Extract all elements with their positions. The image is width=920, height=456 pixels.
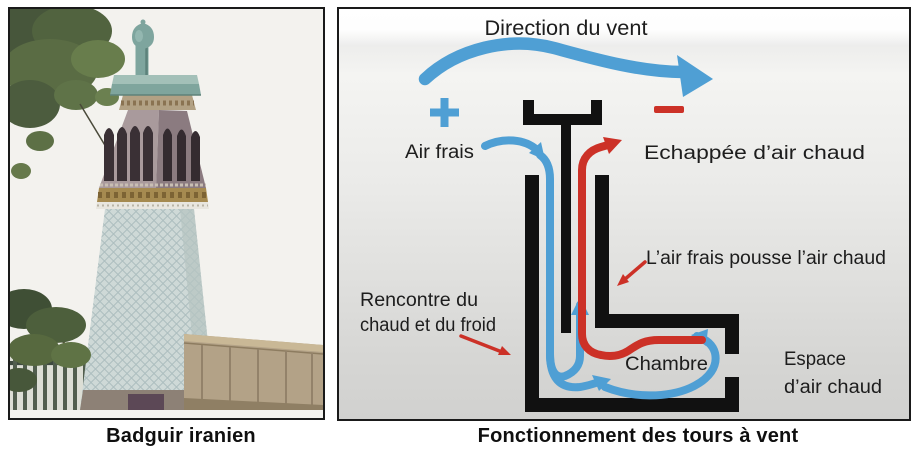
hot-air-flows	[459, 141, 706, 360]
wind-wave-arrowhead	[677, 55, 713, 97]
windcatcher-tower	[80, 19, 215, 410]
pointer-meeting	[459, 334, 504, 354]
wind-wave-arrow	[418, 37, 690, 86]
tower-arcade	[99, 110, 206, 188]
tower-roof	[110, 75, 201, 96]
diagram-caption: Fonctionnement des tours à vent	[477, 425, 799, 447]
floor	[525, 398, 739, 412]
pointer-push-arrowhead	[617, 274, 629, 286]
label-espace-1: Espace	[784, 349, 846, 370]
chamber-top-wall	[595, 314, 739, 328]
right-arrowhead	[592, 375, 611, 391]
right-wall	[595, 175, 609, 328]
base-plaque	[128, 394, 164, 410]
label-rencontre-1: Rencontre du	[360, 290, 478, 311]
label-espace-2: d’air chaud	[784, 377, 882, 398]
pointer-push	[622, 260, 647, 282]
minus-icon	[654, 106, 684, 113]
tree-foliage-branch	[10, 289, 91, 392]
tower-finial	[132, 19, 154, 75]
cold-uturn-right	[546, 350, 603, 392]
pointer-meeting-arrowhead	[498, 346, 511, 355]
label-echappee: Echappée d’air chaud	[644, 143, 865, 164]
hot-air-path	[578, 141, 706, 360]
wind-tower-diagram: Direction du vent Air frais Echappée d’a…	[360, 17, 886, 412]
chamber-right-wall-lower	[725, 377, 739, 412]
tower-structure	[523, 100, 739, 412]
center-divider	[561, 121, 571, 333]
label-pousse: L’air frais pousse l’air chaud	[646, 248, 886, 269]
chamber-loop	[601, 332, 720, 400]
chamber-right-wall-upper	[725, 314, 739, 354]
hot-air-arrowheads	[498, 106, 684, 355]
badguir-photo	[10, 9, 323, 418]
label-wind-direction: Direction du vent	[485, 17, 648, 40]
cold-down-channel	[536, 151, 554, 358]
cap-right-tick	[591, 100, 602, 125]
diagram-panel: Direction du vent Air frais Echappée d’a…	[337, 7, 911, 421]
brick-wall	[183, 334, 323, 410]
label-chambre: Chambre	[625, 354, 708, 375]
hot-exit-arrowhead	[603, 137, 622, 154]
diagram-labels: Direction du vent Air frais Echappée d’a…	[360, 17, 886, 398]
plus-icon	[430, 98, 459, 127]
cap-bar	[523, 114, 602, 125]
cap-left-tick	[523, 100, 534, 125]
label-rencontre-2: chaud et du froid	[360, 315, 496, 336]
fresh-air-arrow	[481, 136, 541, 154]
photo-caption: Badguir iranien	[106, 425, 256, 447]
ornament-band	[97, 188, 208, 202]
left-wall	[525, 175, 539, 412]
photo-panel	[8, 7, 325, 420]
fresh-air-arrowhead	[529, 142, 545, 160]
label-air-frais: Air frais	[405, 142, 474, 163]
